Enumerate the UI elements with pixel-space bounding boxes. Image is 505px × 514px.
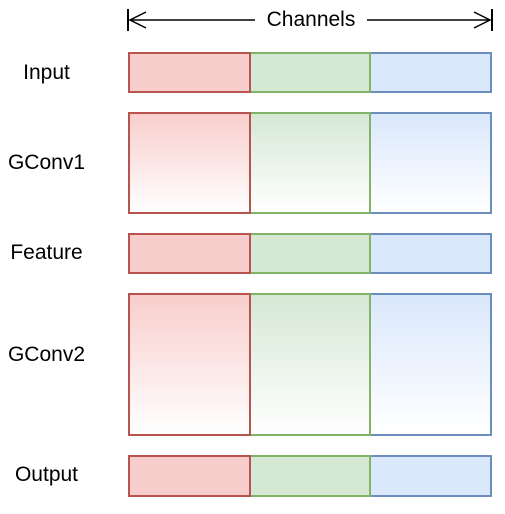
feature-red-segment — [128, 233, 251, 274]
row-label-gconv2: GConv2 — [7, 343, 86, 366]
channels-title: Channels — [255, 8, 367, 32]
output-red-segment — [128, 455, 251, 497]
input-blue-segment — [371, 52, 493, 93]
row-gconv2 — [128, 293, 493, 436]
input-red-segment — [128, 52, 251, 93]
row-label-output: Output — [14, 463, 79, 486]
row-label-input: Input — [23, 61, 70, 84]
row-output — [128, 455, 493, 497]
gconv2-red-segment — [128, 293, 251, 436]
gconv1-green-segment — [250, 112, 372, 214]
output-blue-segment — [371, 455, 493, 497]
feature-green-segment — [250, 233, 372, 274]
row-gconv1 — [128, 112, 493, 214]
gconv2-blue-segment — [371, 293, 493, 436]
input-green-segment — [250, 52, 372, 93]
row-label-gconv1: GConv1 — [7, 151, 86, 174]
gconv2-green-segment — [250, 293, 372, 436]
row-input — [128, 52, 493, 93]
channels-arrow-right-head — [473, 11, 492, 29]
channels-arrow — [127, 9, 493, 31]
gconv1-red-segment — [128, 112, 251, 214]
channels-arrow-left-head — [128, 11, 147, 29]
row-feature — [128, 233, 493, 274]
row-label-feature: Feature — [10, 241, 83, 264]
output-green-segment — [250, 455, 372, 497]
gconv1-blue-segment — [371, 112, 493, 214]
feature-blue-segment — [371, 233, 493, 274]
